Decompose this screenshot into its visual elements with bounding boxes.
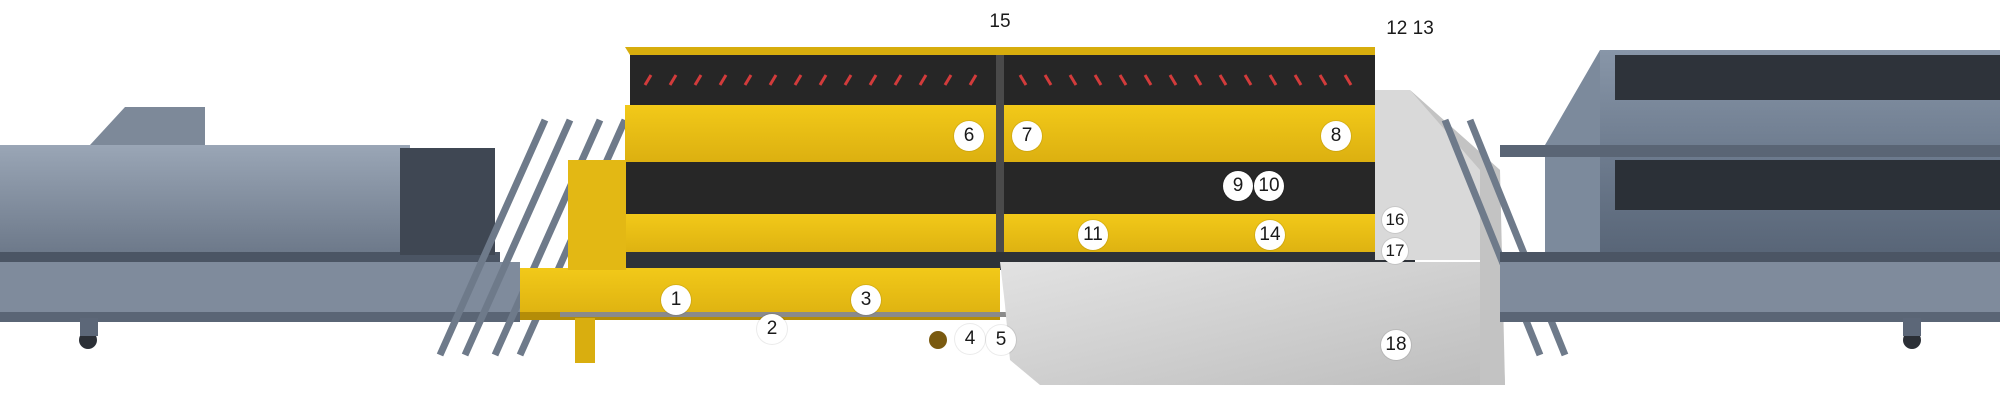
- tick: [1118, 74, 1128, 86]
- gray-cover-side: [1410, 90, 1505, 385]
- right-deck: [1500, 145, 2000, 157]
- label-12-13: 12 13: [1386, 18, 1434, 39]
- yellow-foot: [575, 318, 595, 363]
- tick: [693, 74, 703, 86]
- left-wheel-mount: [80, 318, 98, 336]
- right-drum-unit: [1500, 50, 2000, 349]
- right-wheel-mount: [1903, 318, 1921, 336]
- top-band-ticks: [643, 74, 1353, 86]
- callout-1: 1: [661, 285, 691, 315]
- tick: [818, 74, 828, 86]
- left-deck-edge: [0, 252, 500, 264]
- right-frame-shadow: [1500, 312, 2000, 322]
- yellow-base-frame: [520, 268, 1000, 320]
- tick: [893, 74, 903, 86]
- tick: [1243, 74, 1253, 86]
- left-frame-beam: [0, 262, 520, 320]
- left-deck-grate: [400, 148, 495, 255]
- gray-cover-body: [1000, 262, 1505, 385]
- tick: [1143, 74, 1153, 86]
- tick: [768, 74, 778, 86]
- tick: [1268, 74, 1278, 86]
- callout-14: 14: [1255, 220, 1285, 250]
- tick: [718, 74, 728, 86]
- rail: [491, 118, 604, 357]
- callout-5: 5: [986, 325, 1016, 355]
- tick: [968, 74, 978, 86]
- callout-18: 18: [1381, 330, 1411, 360]
- tick: [1043, 74, 1053, 86]
- left-cabin-block: [90, 107, 205, 145]
- drum-band-dark-mid: [1615, 160, 2000, 210]
- callout-17: 17: [1382, 238, 1408, 264]
- callout-9: 9: [1223, 171, 1253, 201]
- tick: [868, 74, 878, 86]
- callout-10: 10: [1254, 171, 1284, 201]
- tick: [743, 74, 753, 86]
- right-frame-beam: [1500, 262, 2000, 320]
- callout-11: 11: [1078, 220, 1108, 250]
- tick: [1093, 74, 1103, 86]
- callout-3: 3: [851, 285, 881, 315]
- left-platform: [0, 107, 520, 349]
- rail: [436, 118, 549, 357]
- tick: [1293, 74, 1303, 86]
- housing-top-lip: [625, 47, 1375, 55]
- housing-seam: [996, 55, 1004, 255]
- tick: [943, 74, 953, 86]
- tick: [1018, 74, 1028, 86]
- drum-band-dark-top: [1615, 55, 2000, 100]
- yellow-left-bracket: [568, 160, 626, 270]
- rail: [461, 118, 574, 357]
- tick: [1218, 74, 1228, 86]
- callout-8: 8: [1321, 121, 1351, 151]
- callout-4: 4: [955, 324, 985, 354]
- callout-6: 6: [954, 121, 984, 151]
- left-deck: [0, 145, 410, 255]
- tick: [668, 74, 678, 86]
- label-15: 15: [989, 11, 1011, 32]
- tick: [1068, 74, 1078, 86]
- right-deck-edge: [1500, 252, 2000, 264]
- rod: [560, 312, 1040, 317]
- tick: [918, 74, 928, 86]
- yellow-roller: [929, 331, 947, 349]
- tick: [793, 74, 803, 86]
- left-frame-shadow: [0, 312, 520, 322]
- callout-16: 16: [1382, 207, 1408, 233]
- tick: [1168, 74, 1178, 86]
- tick: [843, 74, 853, 86]
- tick: [643, 74, 653, 86]
- tick: [1318, 74, 1328, 86]
- tick: [1343, 74, 1353, 86]
- callout-2: 2: [757, 314, 787, 344]
- callout-7: 7: [1012, 121, 1042, 151]
- tick: [1193, 74, 1203, 86]
